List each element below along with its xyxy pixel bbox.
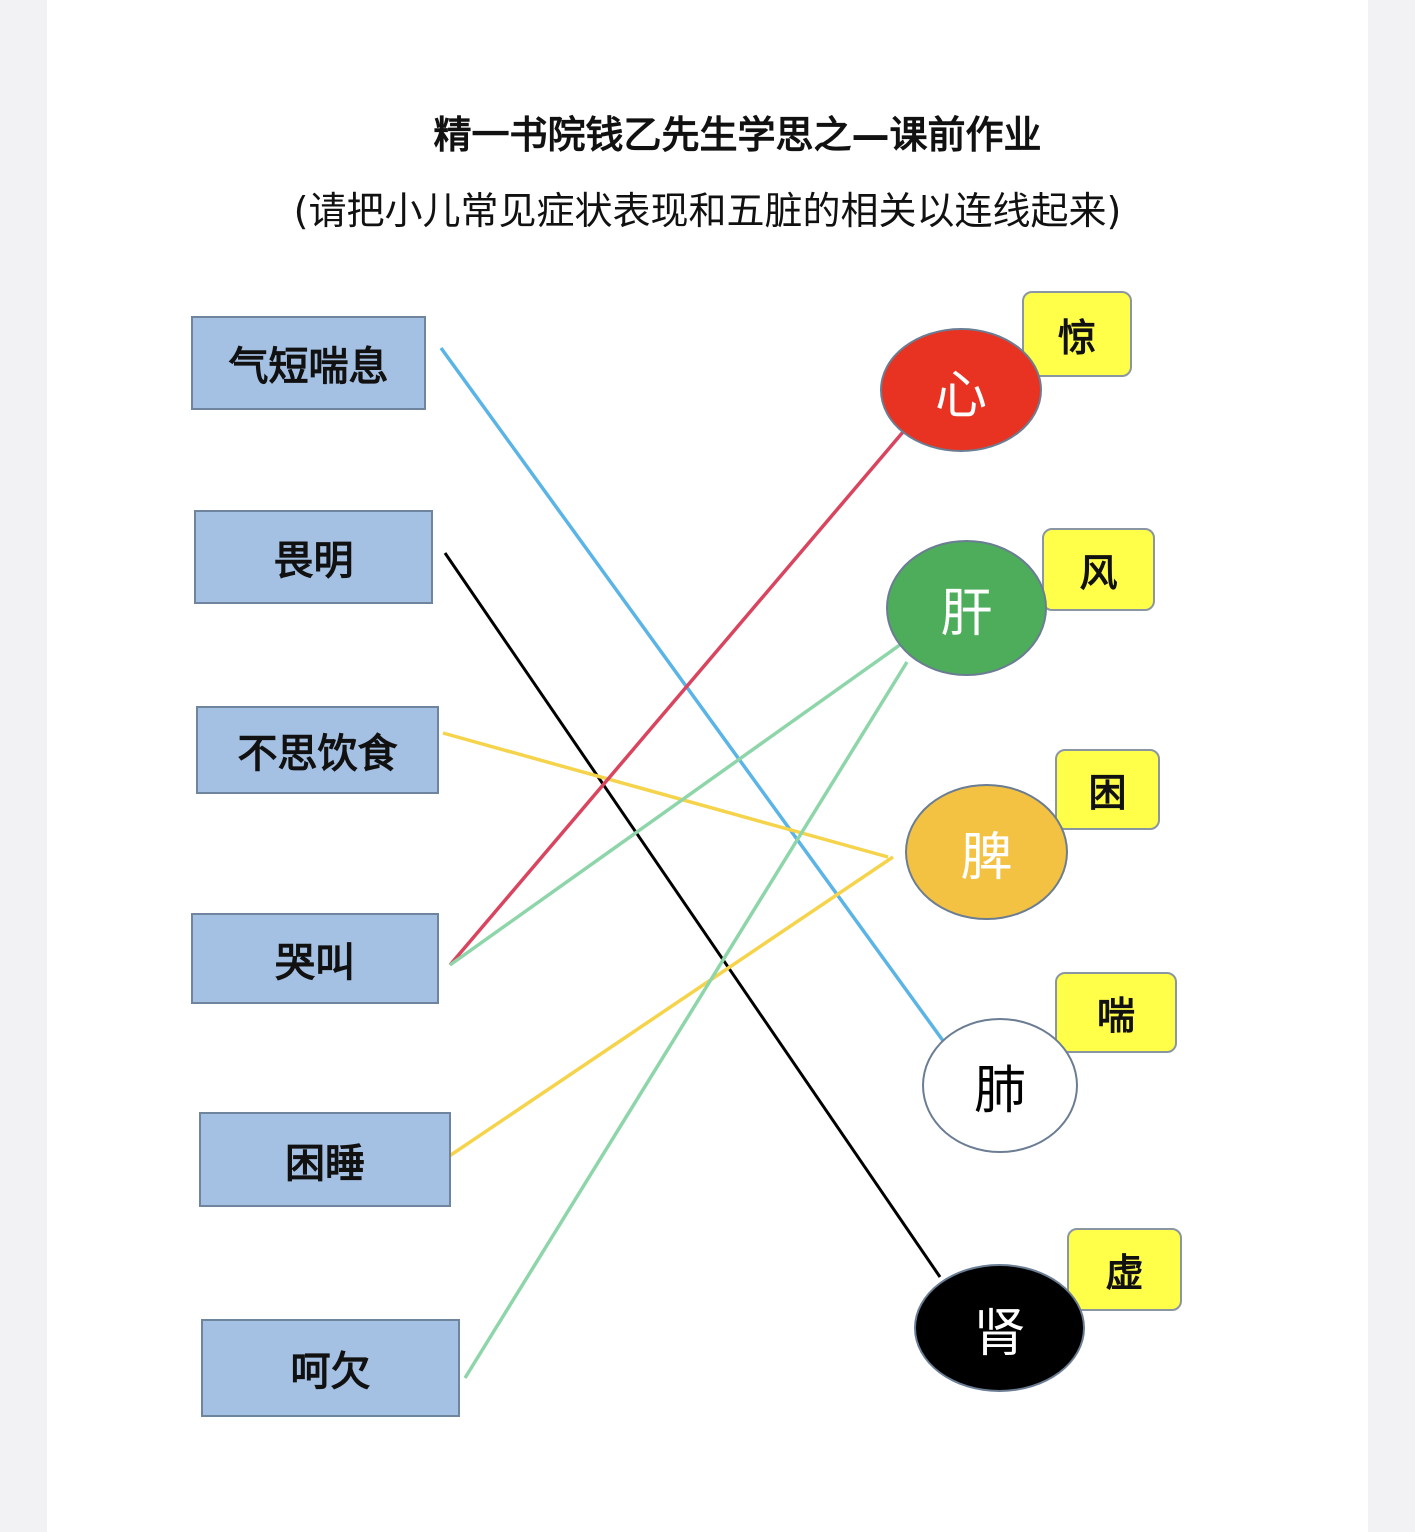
symptom-box-0[interactable]: 气短喘息 [191, 316, 426, 410]
connection-line-1 [443, 552, 942, 1278]
organ-node-4[interactable]: 肾 [914, 1264, 1085, 1392]
connection-line-6 [463, 661, 909, 1379]
organ-tag-1: 风 [1042, 528, 1155, 611]
organ-tag-0: 惊 [1022, 291, 1132, 377]
symptom-box-5[interactable]: 呵欠 [201, 1319, 460, 1417]
organ-node-1[interactable]: 肝 [886, 540, 1047, 676]
organ-node-3[interactable]: 肺 [922, 1018, 1078, 1153]
connection-line-2 [442, 731, 889, 859]
organ-tag-3: 喘 [1055, 972, 1177, 1053]
symptom-box-3[interactable]: 哭叫 [191, 913, 439, 1004]
page-title: 精一书院钱乙先生学思之—课前作业 [433, 113, 1042, 157]
symptom-box-4[interactable]: 困睡 [199, 1112, 451, 1207]
symptom-box-2[interactable]: 不思饮食 [196, 706, 439, 794]
organ-node-2[interactable]: 脾 [905, 784, 1068, 920]
organ-node-0[interactable]: 心 [880, 328, 1042, 452]
connection-line-5 [435, 855, 894, 1167]
symptom-box-1[interactable]: 畏明 [194, 510, 433, 604]
organ-tag-2: 困 [1055, 749, 1160, 830]
page-subtitle: (请把小儿常见症状表现和五脏的相关以连线起来) [293, 189, 1122, 233]
connection-line-3 [448, 430, 905, 967]
organ-tag-4: 虚 [1067, 1228, 1182, 1311]
connection-line-0 [439, 346, 959, 1062]
connection-line-4 [448, 640, 906, 967]
